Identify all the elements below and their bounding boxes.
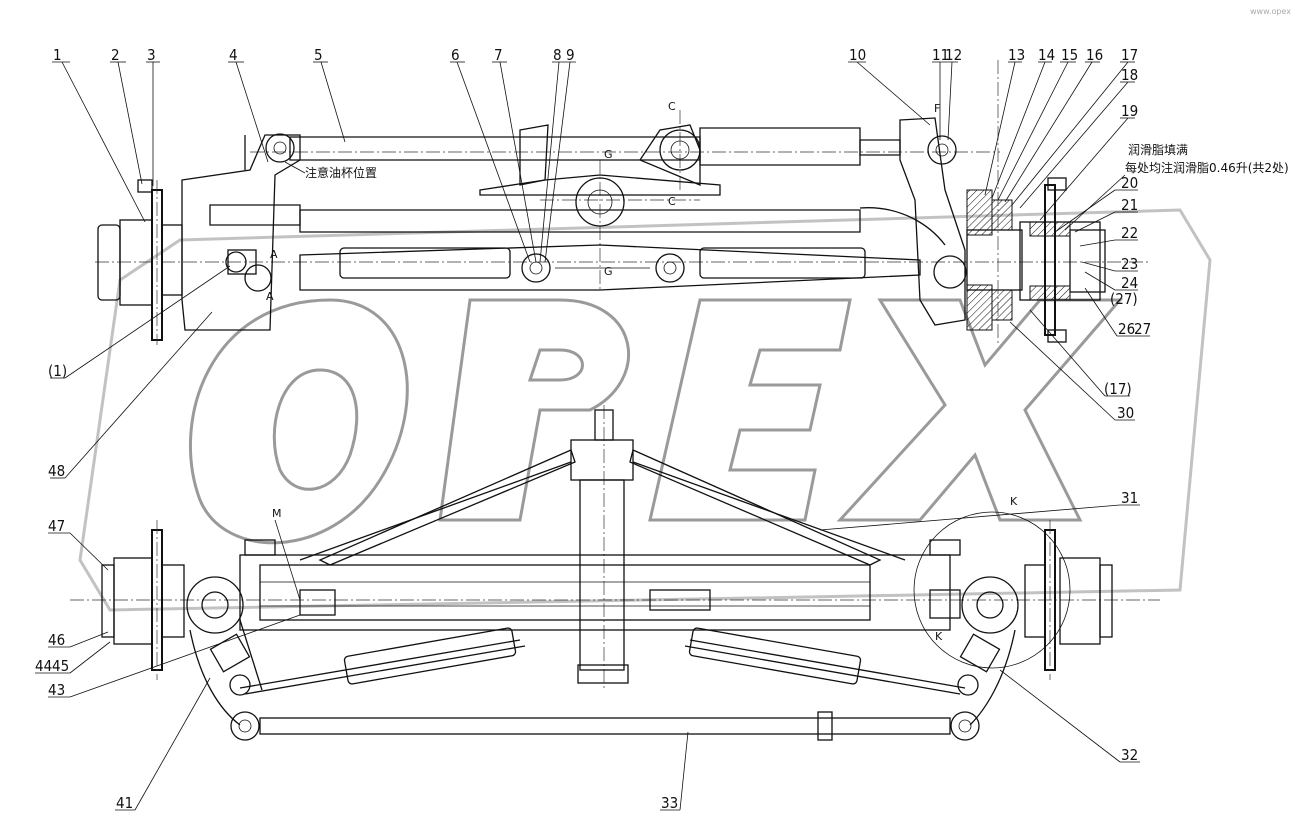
callout-19: 19 <box>1121 102 1138 120</box>
callout-41: 41 <box>116 794 133 812</box>
callout-4: 4 <box>229 46 238 64</box>
callout-15: 15 <box>1061 46 1078 64</box>
leader-lines <box>35 61 1150 811</box>
callout-12: 12 <box>945 46 962 64</box>
callout-9: 9 <box>566 46 575 64</box>
section-f: F <box>934 102 940 115</box>
section-k2: K <box>935 630 943 643</box>
callout-13: 13 <box>1008 46 1025 64</box>
callout-2: 2 <box>111 46 120 64</box>
section-k1: K <box>1010 495 1018 508</box>
callout-3: 3 <box>147 46 156 64</box>
note-oil-cup: 注意油杯位置 <box>305 165 377 180</box>
section-m: M <box>272 507 282 520</box>
callout-22: 22 <box>1121 224 1138 242</box>
callout-30: 30 <box>1117 404 1134 422</box>
section-a2: A <box>266 290 274 303</box>
callout-14: 14 <box>1038 46 1055 64</box>
callout-8: 8 <box>553 46 562 64</box>
callout-46: 46 <box>48 631 65 649</box>
callout-17: 17 <box>1121 46 1138 64</box>
top-view: C C G G A A F 注意油杯位置 润滑脂填满 每处均注润滑脂0.46升(… <box>95 60 1289 345</box>
callout-6: 6 <box>451 46 460 64</box>
callout-27: 27 <box>1134 320 1151 338</box>
callout-labels: 1 2 3 4 5 6 7 8 9 10 11 12 13 14 15 16 1… <box>35 46 1151 812</box>
callout-16: 16 <box>1086 46 1103 64</box>
bottom-view: M K K <box>70 405 1160 741</box>
callout-24: 24 <box>1121 274 1138 292</box>
section-g2: G <box>604 265 613 278</box>
callout-1: 1 <box>53 46 62 64</box>
callout-18: 18 <box>1121 66 1138 84</box>
callout-20: 20 <box>1121 174 1138 192</box>
callout-32: 32 <box>1121 746 1138 764</box>
callout-11: 11 <box>932 46 949 64</box>
callout-10: 10 <box>849 46 866 64</box>
section-c1: C <box>668 100 676 113</box>
callout-47: 47 <box>48 517 65 535</box>
note-grease-fill: 润滑脂填满 <box>1128 142 1188 157</box>
callout-33: 33 <box>661 794 678 812</box>
note-grease-amount: 每处均注润滑脂0.46升(共2处) <box>1125 160 1289 175</box>
section-g1: G <box>604 148 613 161</box>
callout-43: 43 <box>48 681 65 699</box>
callout-5: 5 <box>314 46 323 64</box>
callout-23: 23 <box>1121 255 1138 273</box>
callout-27-paren: (27) <box>1110 290 1138 308</box>
section-a1: A <box>270 248 278 261</box>
callout-7: 7 <box>494 46 503 64</box>
callout-44: 44 <box>35 657 52 675</box>
callout-31: 31 <box>1121 489 1138 507</box>
callout-45: 45 <box>52 657 69 675</box>
callout-17-paren: (17) <box>1104 380 1132 398</box>
corner-stamp: www.opex <box>1250 7 1291 16</box>
callout-26: 26 <box>1118 320 1135 338</box>
callout-48: 48 <box>48 462 65 480</box>
section-c2: C <box>668 195 676 208</box>
watermark <box>78 208 1212 612</box>
callout-21: 21 <box>1121 196 1138 214</box>
callout-1-paren: (1) <box>48 362 67 380</box>
